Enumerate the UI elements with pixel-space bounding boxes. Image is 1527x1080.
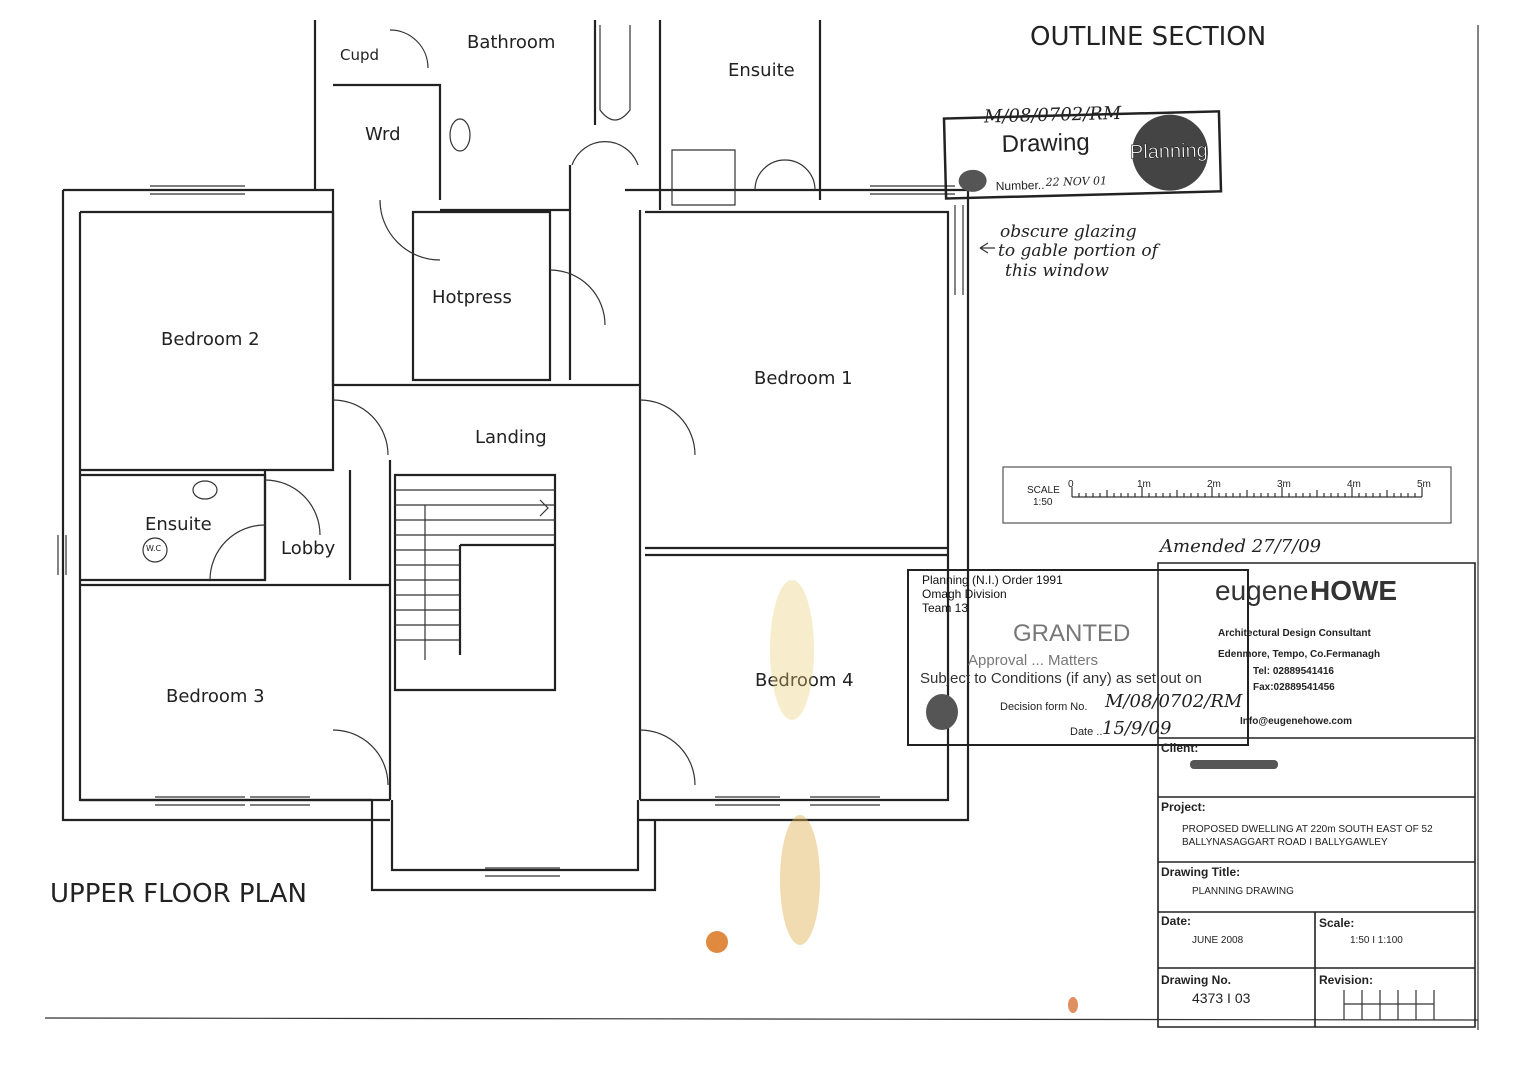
stain <box>1068 997 1078 1013</box>
room-label-bedroom-2: Bedroom 2 <box>161 329 260 350</box>
svg-text:Omagh Division: Omagh Division <box>922 587 1007 601</box>
plan-title: UPPER FLOOR PLAN <box>50 879 307 909</box>
planning-logo-icon <box>1131 114 1208 191</box>
stamp-seal-icon <box>926 694 958 730</box>
svg-text:Drawing Title:: Drawing Title: <box>1161 865 1240 879</box>
stamp-number-value: 22 NOV 01 <box>1045 174 1108 189</box>
svg-text:3m: 3m <box>1277 479 1291 490</box>
svg-text:4m: 4m <box>1347 479 1361 490</box>
svg-text:Date ..: Date .. <box>1070 726 1102 738</box>
stamp-seal-icon <box>958 169 987 192</box>
planning-logo-text: Planning <box>1130 140 1208 164</box>
svg-text:Date:: Date: <box>1161 914 1191 928</box>
svg-text:BALLYNASAGGART ROAD I BALLYG: BALLYNASAGGART ROAD I BALLYGAWLEY <box>1182 837 1388 848</box>
svg-text:Subject to Conditions (if any): Subject to Conditions (if any) as set ou… <box>920 670 1202 687</box>
title-block: eugene HOWE Architectural Design Consult… <box>1157 562 1476 1028</box>
svg-text:PLANNING DRAWING: PLANNING DRAWING <box>1192 886 1294 897</box>
svg-text:0: 0 <box>1068 479 1074 490</box>
stamp-number-label: Number.. <box>996 178 1045 193</box>
svg-text:Planning (N.I.) Order 1991: Planning (N.I.) Order 1991 <box>922 573 1063 587</box>
granted-status: GRANTED <box>1013 620 1130 647</box>
revision-grid <box>1343 990 1435 1020</box>
svg-text:M/08/0702/RM: M/08/0702/RM <box>1104 691 1243 712</box>
svg-text:Architectural Design Consult: Architectural Design Consultant <box>1218 628 1371 639</box>
svg-text:5m: 5m <box>1417 479 1431 490</box>
room-label-cupd: Cupd <box>340 46 379 64</box>
room-label-bathroom: Bathroom <box>467 32 555 53</box>
svg-text:Drawing No.: Drawing No. <box>1161 973 1231 987</box>
svg-text:to gable portion of: to gable portion of <box>998 241 1161 261</box>
sheet-border-bottom <box>44 1017 1479 1021</box>
room-label-hotpress: Hotpress <box>432 287 512 308</box>
room-label-lobby: Lobby <box>281 538 336 559</box>
company-name-bold: HOWE <box>1310 575 1397 606</box>
scale-bar: SCALE 1:50 0 1m 2m 3m 4m 5m <box>1002 466 1452 524</box>
company-name-light: eugene <box>1215 575 1308 606</box>
svg-text:1:50: 1:50 <box>1033 497 1053 508</box>
stain <box>780 815 820 945</box>
room-label-bedroom-1: Bedroom 1 <box>754 368 853 389</box>
svg-text:JUNE 2008: JUNE 2008 <box>1192 935 1244 946</box>
room-label-bedroom-3: Bedroom 3 <box>166 686 265 707</box>
svg-text:15/9/09: 15/9/09 <box>1102 718 1171 739</box>
svg-text:Tel: 02889541416: Tel: 02889541416 <box>1253 666 1334 677</box>
room-label-ensuite-top: Ensuite <box>728 60 795 81</box>
svg-text:obscure glazing: obscure glazing <box>1000 222 1137 242</box>
room-label-landing: Landing <box>475 427 547 448</box>
stain <box>770 580 814 720</box>
svg-text:Scale:: Scale: <box>1319 916 1354 930</box>
company-email: Info@eugenehowe.com <box>1240 716 1352 727</box>
walls <box>57 20 970 892</box>
annotation-arrow-icon <box>979 242 995 254</box>
room-label-wc: W.C <box>146 544 162 553</box>
svg-text:SCALE: SCALE <box>1027 485 1060 496</box>
svg-text:Revision:: Revision: <box>1319 973 1373 987</box>
svg-text:1:50 I 1:100: 1:50 I 1:100 <box>1350 935 1403 946</box>
glazing-annotation: obscure glazing to gable portion of this… <box>979 222 1161 281</box>
stain <box>706 931 728 953</box>
svg-text:PROPOSED DWELLING AT 220m SOUT: PROPOSED DWELLING AT 220m SOUTH EAST OF … <box>1182 824 1433 835</box>
svg-text:Team 13: Team 13 <box>922 601 968 615</box>
svg-text:Fax:02889541456: Fax:02889541456 <box>1253 682 1335 693</box>
client-redacted <box>1190 760 1278 769</box>
granted-stamp: Planning (N.I.) Order 1991 Omagh Divisio… <box>907 569 1249 746</box>
svg-text:Approval ... Matters: Approval ... Matters <box>968 652 1098 669</box>
svg-text:Project:: Project: <box>1161 800 1206 814</box>
svg-text:this window: this window <box>1005 261 1109 281</box>
svg-text:2m: 2m <box>1207 479 1221 490</box>
svg-text:Edenmore, Tempo, Co.Fermanag: Edenmore, Tempo, Co.Fermanagh <box>1218 649 1380 660</box>
amended-note: Amended 27/7/09 <box>1158 536 1321 557</box>
room-label-wrd: Wrd <box>365 124 401 145</box>
stamp-title: Drawing <box>1001 129 1090 158</box>
outline-section-title: OUTLINE SECTION <box>1030 22 1266 52</box>
drawing-number-stamp: M/08/0702/RM Drawing Number.. 22 NOV 01 … <box>942 103 1223 200</box>
svg-text:4373 I 03: 4373 I 03 <box>1192 990 1251 1006</box>
room-label-bedroom-4: Bedroom 4 <box>755 670 854 691</box>
svg-text:Client:: Client: <box>1161 741 1198 755</box>
svg-text:1m: 1m <box>1137 479 1151 490</box>
room-label-ensuite-left: Ensuite <box>145 514 212 535</box>
svg-text:Decision form No.: Decision form No. <box>1000 701 1087 713</box>
